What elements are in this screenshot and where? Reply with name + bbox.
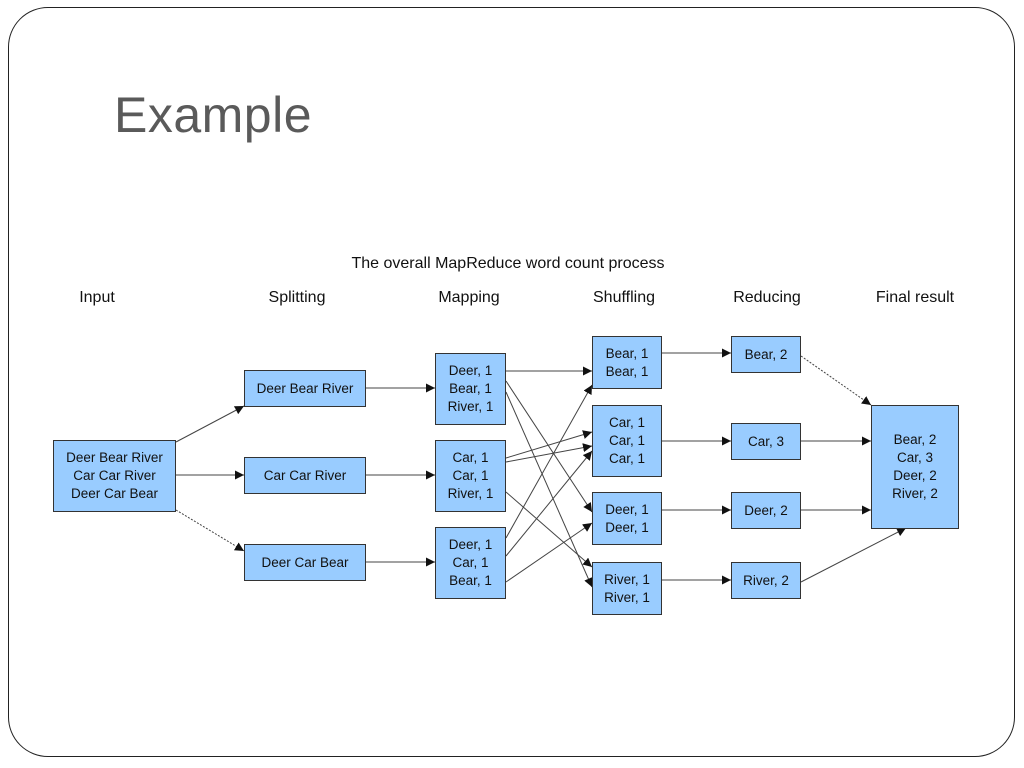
map-box-1: Deer, 1 Bear, 1 River, 1	[435, 353, 506, 425]
map-box-2: Car, 1 Car, 1 River, 1	[435, 440, 506, 512]
split-box-3: Deer Car Bear	[244, 544, 366, 581]
reduce-box-river: River, 2	[731, 562, 801, 599]
final-result-box: Bear, 2 Car, 3 Deer, 2 River, 2	[871, 405, 959, 529]
shuffle-box-river: River, 1 River, 1	[592, 562, 662, 615]
slide-title: Example	[114, 87, 313, 143]
shuffle-box-deer: Deer, 1 Deer, 1	[592, 492, 662, 545]
input-box: Deer Bear River Car Car River Deer Car B…	[53, 440, 176, 512]
edge-map2-shuffle-river	[505, 491, 593, 568]
edge-map3-shuffle-bear	[505, 384, 593, 539]
stage-label-mapping: Mapping	[438, 289, 500, 306]
reduce-box-bear: Bear, 2	[731, 336, 801, 373]
edge-map3-shuffle-deer	[505, 522, 593, 583]
edge-reduce-final-bear	[800, 355, 872, 406]
stage-label-reducing: Reducing	[733, 289, 801, 306]
stage-label-input: Input	[79, 289, 115, 306]
edge-map1-shuffle-deer	[505, 380, 593, 513]
map-box-3: Deer, 1 Car, 1 Bear, 1	[435, 527, 506, 599]
edge-map3-shuffle-car	[505, 450, 593, 557]
stage-label-shuffling: Shuffling	[593, 289, 655, 306]
edge-reduce-final-river	[800, 527, 907, 583]
edge-input-split-1	[175, 405, 245, 443]
shuffle-box-bear: Bear, 1 Bear, 1	[592, 336, 662, 389]
split-box-1: Deer Bear River	[244, 370, 366, 407]
stage-label-splitting: Splitting	[268, 289, 326, 306]
edge-input-split-3	[175, 509, 245, 552]
reduce-box-deer: Deer, 2	[731, 492, 801, 529]
edge-map1-shuffle-river	[505, 391, 593, 588]
reduce-box-car: Car, 3	[731, 423, 801, 460]
slide-frame	[8, 7, 1015, 757]
diagram-caption: The overall MapReduce word count process	[351, 255, 665, 272]
shuffle-box-car: Car, 1 Car, 1 Car, 1	[592, 405, 662, 477]
stage-label-final-result: Final result	[875, 289, 955, 306]
split-box-2: Car Car River	[244, 457, 366, 494]
edge-map2-shuffle-car-b	[505, 443, 593, 463]
edge-map2-shuffle-car-a	[505, 430, 593, 459]
